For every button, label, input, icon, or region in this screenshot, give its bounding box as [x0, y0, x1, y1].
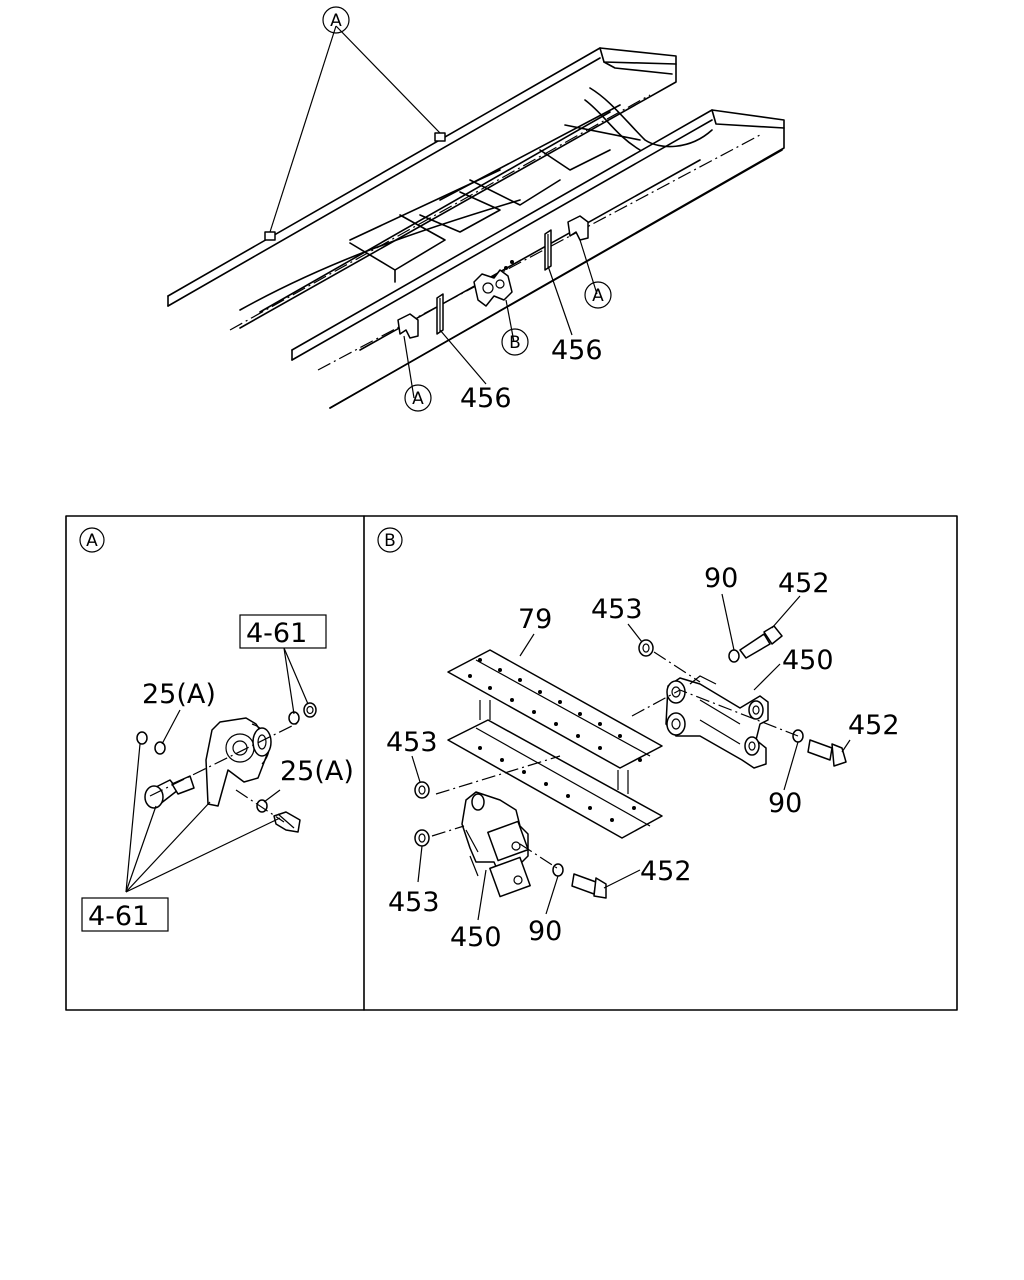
label-90-top: 90 [704, 563, 738, 594]
nut-453-top [638, 639, 654, 657]
svg-text:A: A [412, 389, 424, 409]
label-453-left: 453 [386, 727, 438, 758]
label-452-top: 452 [778, 568, 830, 599]
overview-leaders [269, 25, 598, 399]
nut-453-lower [414, 829, 430, 847]
callout-b: B [501, 328, 529, 356]
panel-b: B [377, 527, 900, 953]
svg-text:B: B [509, 333, 521, 353]
spring-pin [144, 775, 195, 809]
hanger-assembly-b [473, 260, 514, 307]
nut-453-left [414, 781, 430, 799]
washer-25a-upper [154, 741, 166, 755]
label-456-right: 456 [551, 335, 603, 366]
label-450-right: 450 [782, 645, 834, 676]
label-25a-upper: 25(A) [142, 679, 216, 710]
svg-text:A: A [592, 286, 604, 306]
panel-a: A 4-61 4-61 [79, 527, 354, 932]
bolt-452-lower [571, 873, 607, 899]
svg-text:A: A [330, 11, 342, 31]
label-90-lower: 90 [528, 916, 562, 947]
nut-upper-right [303, 702, 317, 718]
label-453-lower: 453 [388, 887, 440, 918]
washer-90-top [728, 649, 740, 663]
ref-box-4-61-bottom [81, 897, 169, 932]
grease-nipple [136, 731, 148, 745]
bracket-a-right [567, 215, 589, 241]
callout-a-right: A [584, 281, 612, 309]
label-452-right: 452 [848, 710, 900, 741]
bolt-452-right [807, 739, 847, 767]
bolt-452-top [739, 625, 783, 659]
panel-a-letter: A [86, 531, 98, 551]
bracket-a-left [397, 313, 419, 339]
bolt-lower [273, 811, 301, 833]
callout-a-bottom-left: A [404, 384, 432, 412]
ref-4-61-top: 4-61 [246, 618, 307, 649]
label-450-lower: 450 [450, 922, 502, 953]
ref-box-4-61-top [239, 614, 327, 649]
label-452-lower: 452 [640, 856, 692, 887]
label-453-top: 453 [591, 594, 643, 625]
spring-hanger-450-right [665, 675, 769, 769]
label-456-left: 456 [460, 383, 512, 414]
ref-4-61-bottom: 4-61 [88, 901, 149, 932]
spring-hanger-450-lower [461, 791, 531, 898]
spring-bracket [205, 717, 272, 807]
washer-90-lower [552, 863, 564, 877]
detail-panels-frame [65, 515, 958, 1011]
channel-456-right [544, 229, 552, 271]
crossmember-plate-79 [447, 649, 663, 839]
chassis-frame [167, 47, 785, 409]
label-25a-lower: 25(A) [280, 756, 354, 787]
panel-b-letter: B [384, 531, 396, 551]
label-90-right: 90 [768, 788, 802, 819]
channel-456-left [436, 293, 444, 335]
label-79: 79 [518, 604, 552, 635]
callout-a-top: A [322, 6, 350, 34]
